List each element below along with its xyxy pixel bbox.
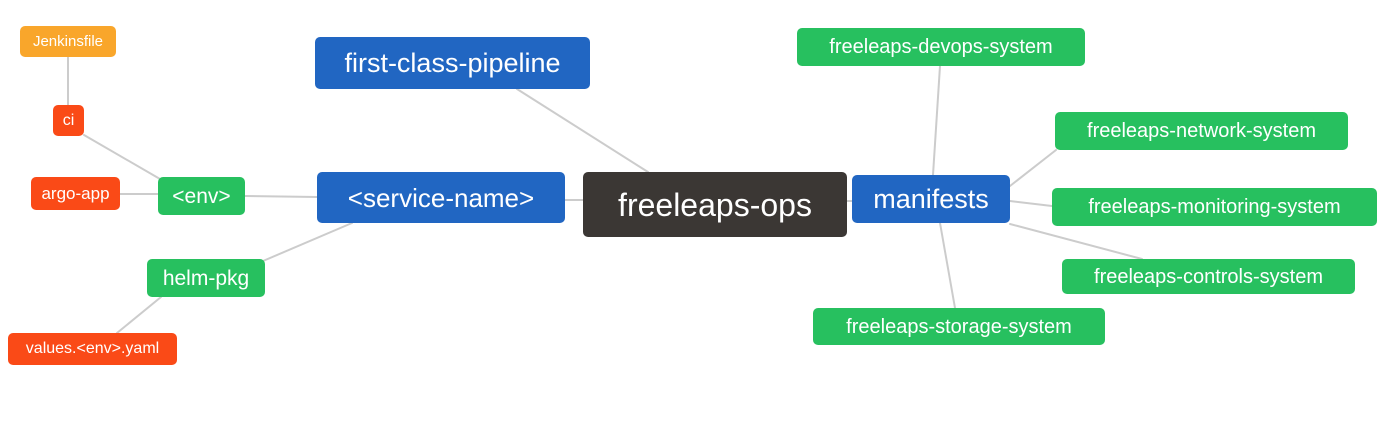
node-argo-app[interactable]: argo-app	[31, 177, 120, 210]
node-freeleaps-devops-system[interactable]: freeleaps-devops-system	[797, 28, 1085, 66]
edge-env-to-service-name	[244, 195, 318, 198]
edge-values-env-yaml-to-helm-pkg	[116, 296, 162, 334]
edge-ci-to-env	[83, 134, 161, 180]
node-helm-pkg[interactable]: helm-pkg	[147, 259, 265, 297]
node-first-class-pipeline[interactable]: first-class-pipeline	[315, 37, 590, 89]
node-freeleaps-storage-system[interactable]: freeleaps-storage-system	[813, 308, 1105, 345]
edge-manifests-to-freeleaps-monitoring-system	[1009, 200, 1053, 207]
node-freeleaps-ops[interactable]: freeleaps-ops	[583, 172, 847, 237]
edge-first-class-pipeline-to-freeleaps-ops	[516, 88, 649, 173]
node-values-env-yaml[interactable]: values.<env>.yaml	[8, 333, 177, 365]
node-service-name[interactable]: <service-name>	[317, 172, 565, 223]
node-jenkinsfile[interactable]: Jenkinsfile	[20, 26, 116, 57]
node-freeleaps-network-system[interactable]: freeleaps-network-system	[1055, 112, 1348, 150]
node-env[interactable]: <env>	[158, 177, 245, 215]
edge-manifests-to-freeleaps-network-system	[1009, 149, 1057, 187]
edge-manifests-to-freeleaps-storage-system	[939, 222, 956, 309]
edge-helm-pkg-to-service-name	[262, 222, 353, 262]
node-freeleaps-controls-system[interactable]: freeleaps-controls-system	[1062, 259, 1355, 294]
node-ci[interactable]: ci	[53, 105, 84, 136]
edge-manifests-to-freeleaps-controls-system	[1009, 223, 1143, 260]
edge-manifests-to-freeleaps-devops-system	[932, 65, 941, 176]
node-manifests[interactable]: manifests	[852, 175, 1010, 223]
node-freeleaps-monitoring-system[interactable]: freeleaps-monitoring-system	[1052, 188, 1377, 226]
